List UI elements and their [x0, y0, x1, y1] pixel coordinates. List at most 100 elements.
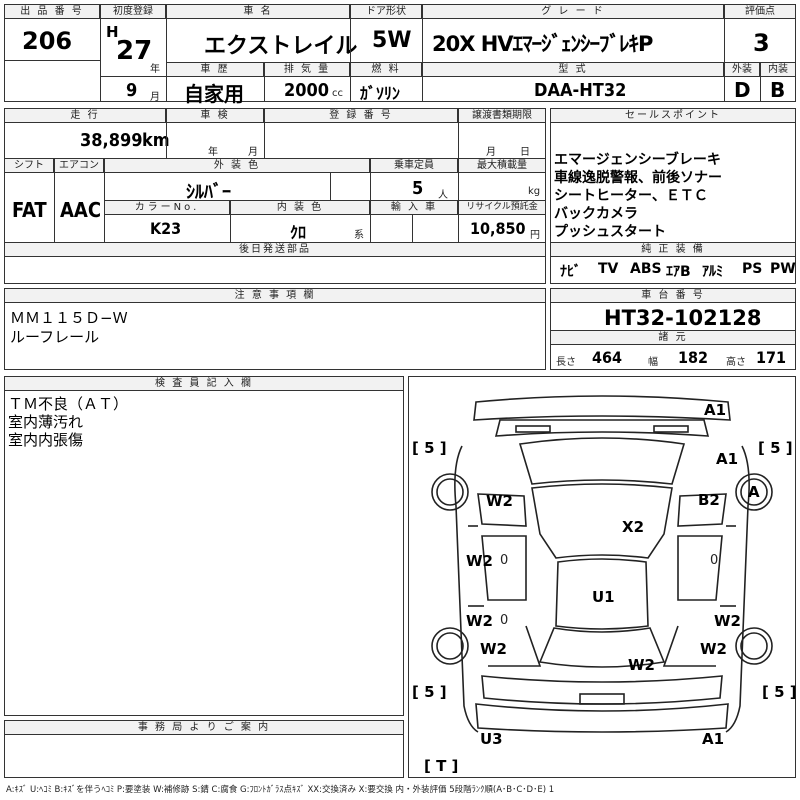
sales-line: プッシュスタート — [554, 224, 666, 240]
equipment-label: 純 正 装 備 — [550, 242, 796, 257]
length-label: 長さ — [556, 357, 576, 368]
shift-label: シフト — [4, 158, 54, 173]
tire-rear-right: [ 5 ] — [762, 683, 797, 701]
reg-month: 9 — [126, 80, 138, 101]
recycle-label: リサイクル預託金 — [458, 200, 546, 215]
interior-label: 内装 — [760, 62, 796, 77]
sales-line: 車線逸脱警報、前後ソナー — [554, 170, 722, 186]
score-label: 評価点 — [724, 4, 796, 19]
capacity-unit: 人 — [438, 190, 448, 201]
sales-label: セールスポイント — [550, 108, 796, 123]
capacity: 5 — [412, 178, 424, 199]
damage-mark: A1 — [702, 730, 725, 748]
model: DAA-HT32 — [534, 80, 627, 101]
score: 3 — [753, 29, 770, 57]
car-diagram — [408, 376, 796, 778]
damage-mark: W2 — [714, 612, 741, 630]
transfer-day-unit: 日 — [520, 147, 530, 158]
sales-line: エマージェンシーブレーキ — [554, 152, 721, 168]
equipment-item: TV — [598, 261, 619, 277]
car-name: エクストレイル — [204, 34, 358, 59]
tire-rear-left: [ 5 ] — [412, 683, 447, 701]
displacement: 2000 — [284, 80, 330, 101]
reg-year: 27 — [116, 36, 153, 66]
fuel-label: 燃 料 — [350, 62, 422, 77]
fuel: ｶﾞｿﾘﾝ — [360, 84, 401, 103]
inspector-line: 室内薄汚れ — [8, 413, 84, 431]
grade-label: グ レ ー ド — [422, 4, 724, 19]
inspector-line: 室内内張傷 — [8, 431, 84, 449]
legend: A:ｷｽﾞ U:ﾍｺﾐ B:ｷｽﾞを伴うﾍｺﾐ P:要塗装 W:補修跡 S:錆 … — [6, 785, 555, 795]
sales-line: シートヒーター、ＥＴＣ — [554, 188, 708, 204]
car-outline — [431, 395, 773, 733]
int-color: ｸﾛ — [290, 223, 307, 242]
damage-mark: W2 — [628, 656, 655, 674]
color: ｼﾙﾊﾞｰ — [186, 182, 231, 203]
int-color-unit: 系 — [354, 230, 364, 241]
year-unit: 年 — [150, 64, 160, 75]
lot-no: 206 — [22, 27, 73, 55]
door: 5W — [372, 28, 412, 53]
damage-mark: U3 — [480, 730, 503, 748]
chassis-number: HT32-102128 — [604, 306, 762, 330]
equipment-item: PS — [742, 261, 763, 277]
damage-mark: 0 — [500, 553, 509, 568]
grade: 20X HVｴﾏｰｼﾞｪﾝｼｰﾌﾞﾚｷP — [432, 32, 653, 56]
tire-spare: [ T ] — [424, 757, 459, 775]
equipment-item: ﾅﾋﾞ — [560, 264, 581, 280]
dims-label: 諸 元 — [550, 330, 796, 345]
model-label: 型 式 — [422, 62, 724, 77]
width-label: 幅 — [648, 357, 658, 368]
lot-no-label: 出 品 番 号 — [4, 4, 100, 19]
int-color-label: 内 装 色 — [230, 200, 370, 215]
height-label: 高さ — [726, 357, 746, 368]
damage-mark: A — [748, 483, 760, 501]
color-no-label: カラーNo. — [104, 200, 230, 215]
equipment-item: PW — [770, 261, 796, 277]
damage-mark: B2 — [698, 491, 720, 509]
history: 自家用 — [184, 82, 244, 106]
damage-mark: 0 — [500, 613, 509, 628]
equipment-item: ABS — [630, 261, 662, 277]
tire-front-left: [ 5 ] — [412, 439, 447, 457]
load-label: 最大積載量 — [458, 158, 546, 173]
recycle: 10,850 — [470, 219, 526, 238]
inspection-month-unit: 月 — [248, 147, 258, 158]
damage-mark: W2 — [700, 640, 727, 658]
mileage-label: 走 行 — [4, 108, 166, 123]
damage-mark: X2 — [622, 518, 645, 536]
notes-line: ＭＭ１１５Ｄ−Ｗ — [10, 309, 128, 327]
damage-mark: A1 — [704, 401, 727, 419]
mileage: 38,899 — [80, 130, 143, 151]
color-label: 外 装 色 — [104, 158, 370, 173]
ac: AAC — [60, 198, 102, 222]
later-parts-label: 後日発送部品 — [4, 242, 546, 257]
inspector-label: 検 査 員 記 入 欄 — [4, 376, 404, 391]
mileage-unit: km — [142, 130, 170, 151]
damage-mark: U1 — [592, 588, 615, 606]
notes-label: 注 意 事 項 欄 — [4, 288, 546, 303]
capacity-label: 乗車定員 — [370, 158, 458, 173]
first-reg-label: 初度登録 — [100, 4, 166, 19]
interior-score: B — [770, 78, 786, 102]
equipment-item: ｱﾙﾐ — [702, 264, 723, 280]
displacement-label: 排 気 量 — [264, 62, 350, 77]
damage-mark: W2 — [486, 492, 513, 510]
office-label: 事 務 局 よ り ご 案 内 — [4, 720, 404, 735]
era: H — [106, 23, 119, 41]
sales-line: バックカメラ — [554, 206, 638, 222]
month-unit: 月 — [150, 92, 160, 103]
door-label: ドア形状 — [350, 4, 422, 19]
displacement-unit: cc — [332, 88, 343, 99]
transfer-label: 譲渡書類期限 — [458, 108, 546, 123]
inspector-line: ＴＭ不良（ＡＴ） — [8, 395, 129, 413]
equipment-item: ｴｱB — [666, 264, 691, 280]
width: 182 — [678, 348, 709, 367]
inspection-year-unit: 年 — [208, 147, 218, 158]
shift: FAT — [12, 198, 47, 222]
chassis-label: 車 台 番 号 — [550, 288, 796, 303]
length: 464 — [592, 348, 623, 367]
reg-no-label: 登 録 番 号 — [264, 108, 458, 123]
car-name-label: 車 名 — [166, 4, 350, 19]
recycle-unit: 円 — [530, 230, 540, 241]
